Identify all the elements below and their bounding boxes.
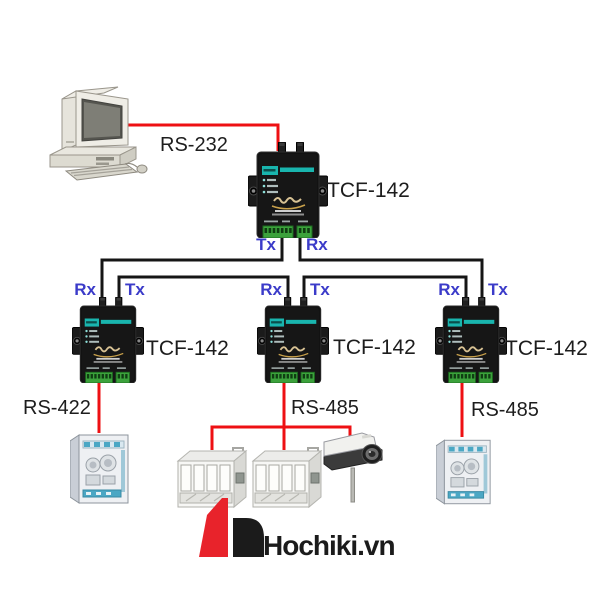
terminal-block <box>262 225 313 239</box>
tcf142-device-middle <box>256 296 330 384</box>
pa-rack-unit-icon-2 <box>251 447 323 509</box>
rs485-label-right: RS-485 <box>471 399 539 421</box>
fiber-wire-d3tx-to-toprx <box>298 226 484 300</box>
led-indicators <box>85 329 100 343</box>
fiber-wire-d2tx-to-d3rx <box>302 275 468 300</box>
rs232-label: RS-232 <box>160 134 228 156</box>
tcf142-device-right <box>434 296 508 384</box>
pc-workstation-icon <box>49 86 148 181</box>
led-indicators <box>262 178 278 194</box>
terminal-block <box>270 371 315 384</box>
terminal-block <box>85 371 130 384</box>
brand-script-logo <box>271 197 306 210</box>
led-indicators <box>270 329 285 343</box>
led-indicators <box>448 329 463 343</box>
tx-label-middle: Tx <box>310 280 330 299</box>
rx-label-left: Rx <box>74 280 96 299</box>
accent-stripe <box>285 319 317 324</box>
accent-stripe <box>280 167 314 172</box>
tcf142-device-art <box>71 296 145 384</box>
rx-label-right: Rx <box>438 280 460 299</box>
camera-on-pole-icon <box>323 432 383 503</box>
rs485-wire-middle <box>210 378 352 450</box>
model-label-right: TCF-142 <box>505 337 588 360</box>
tcf142-device-art <box>247 141 329 239</box>
tcf142-device-art <box>256 296 330 384</box>
rs485-label-middle: RS-485 <box>291 397 359 419</box>
tx-label-right: Tx <box>488 280 508 299</box>
rs232-wire <box>114 123 280 151</box>
rx-label-top: Rx <box>306 235 328 254</box>
brand-script-logo <box>456 346 487 358</box>
rs422-label: RS-422 <box>23 397 91 419</box>
hochiki-logo-icon <box>199 498 264 557</box>
tx-label-top: Tx <box>256 235 276 254</box>
rx-label-middle: Rx <box>260 280 282 299</box>
model-label-top: TCF-142 <box>327 179 410 202</box>
model-label-left: TCF-142 <box>146 337 229 360</box>
accent-stripe <box>463 319 495 324</box>
tcf142-device-top <box>247 141 329 239</box>
control-panel-icon-right <box>436 439 491 505</box>
terminal-block <box>448 371 493 384</box>
tx-label-left: Tx <box>125 280 145 299</box>
brand-script-logo <box>278 346 309 358</box>
tcf142-device-art <box>434 296 508 384</box>
brand-script-logo <box>93 346 124 358</box>
fiber-wire-toptx-to-d1rx <box>100 226 284 300</box>
pa-rack-unit-icon-1 <box>176 447 248 509</box>
accent-stripe <box>100 319 132 324</box>
control-panel-icon-left <box>70 434 129 504</box>
tcf142-device-left <box>71 296 145 384</box>
hochiki-logo-text: Hochiki.vn <box>263 530 396 561</box>
model-label-middle: TCF-142 <box>333 336 416 359</box>
fiber-wire-d1tx-to-d2rx <box>117 275 290 300</box>
